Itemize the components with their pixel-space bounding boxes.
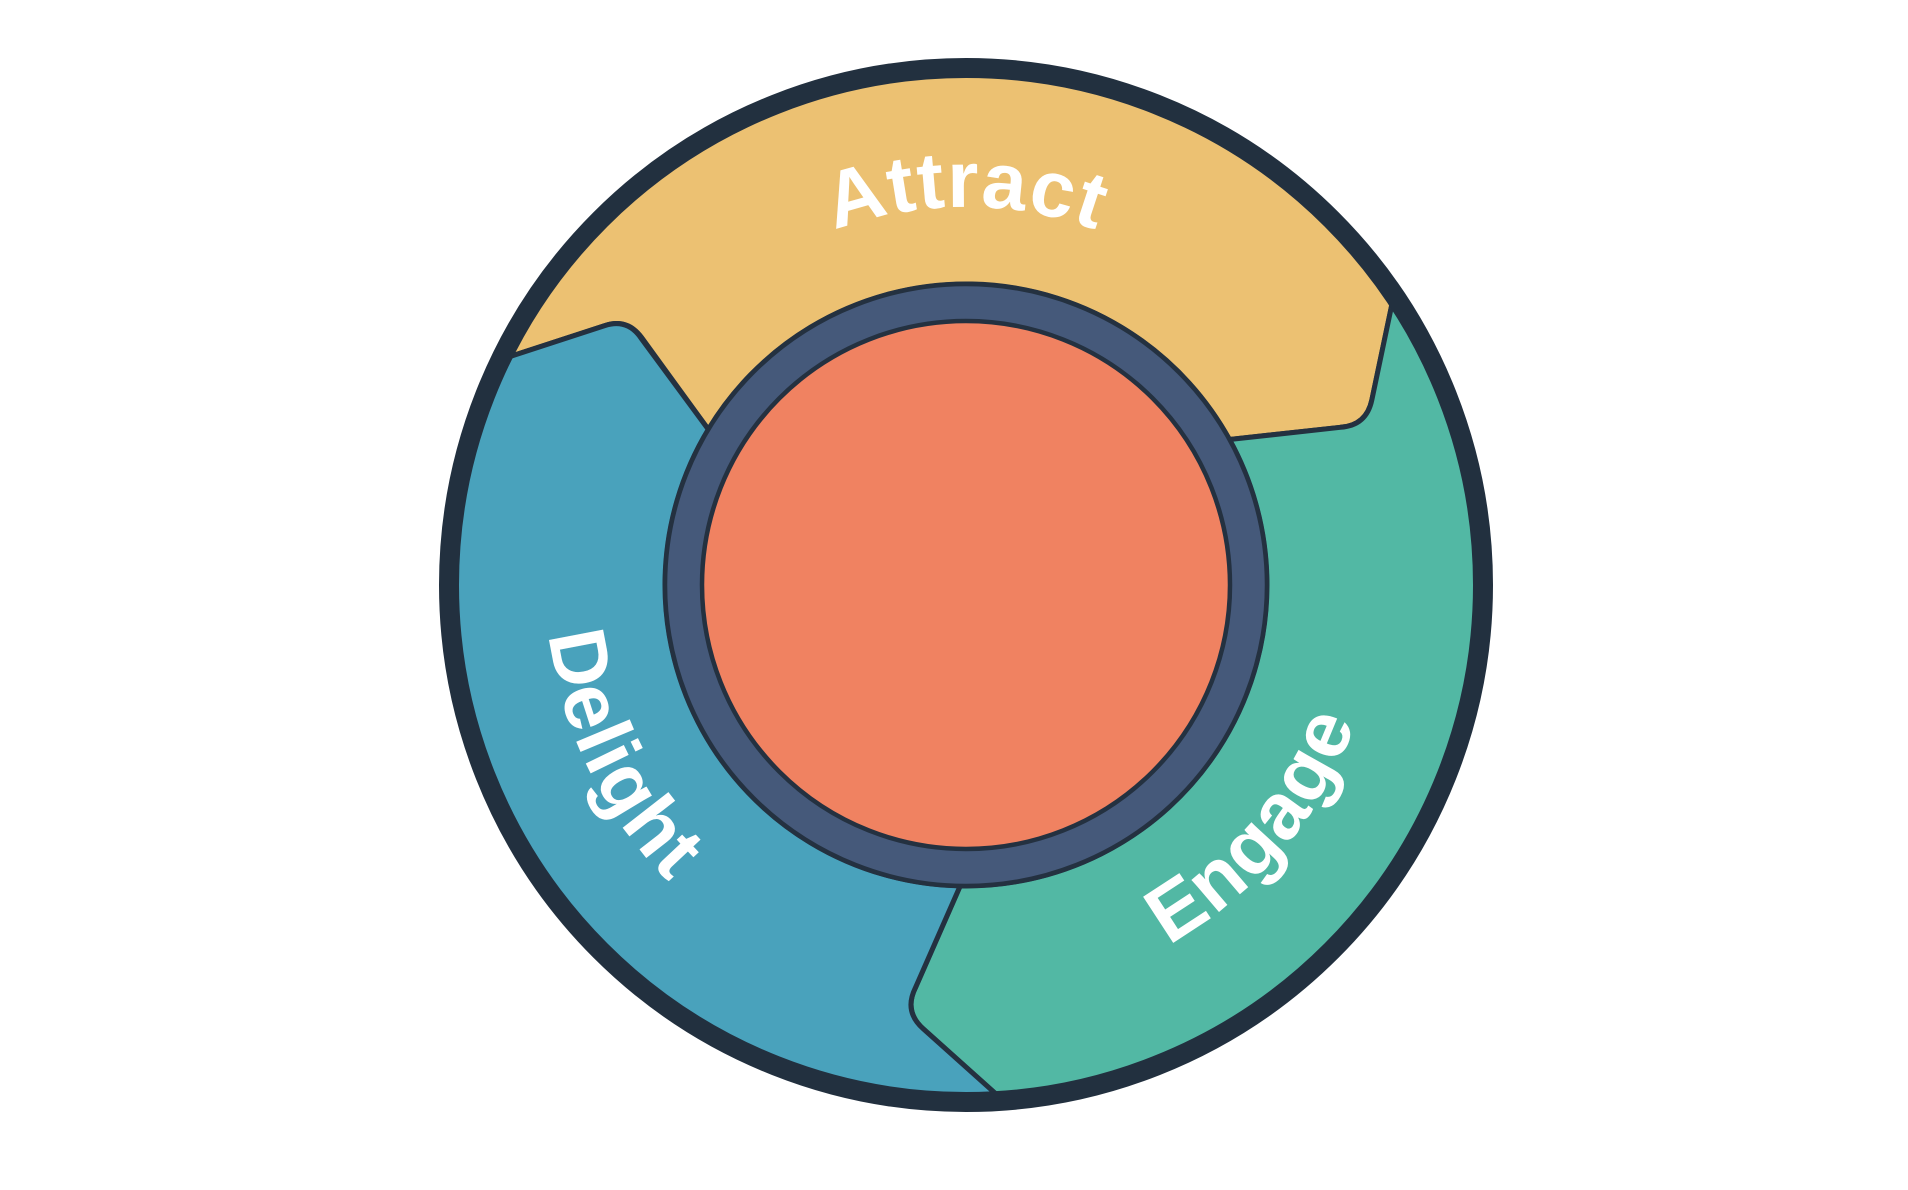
flywheel-outer-rim <box>439 58 1493 1112</box>
flywheel-hub <box>699 318 1233 852</box>
